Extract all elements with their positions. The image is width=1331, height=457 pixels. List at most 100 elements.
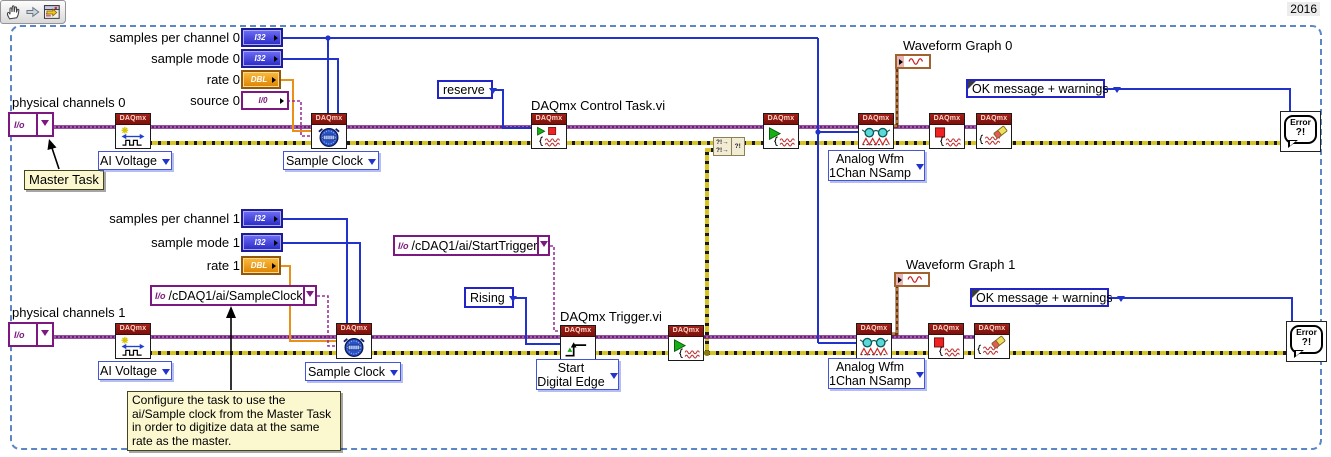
- ok-message-enum-1[interactable]: OK message + warnings: [970, 288, 1125, 307]
- master-task-arrow: [47, 139, 60, 170]
- sample-mode-0-label: sample mode 0: [151, 51, 240, 66]
- trigger-vi-label: DAQmx Trigger.vi: [560, 309, 662, 324]
- rate-1-terminal[interactable]: DBL: [243, 258, 279, 273]
- samples-per-channel-0-terminal[interactable]: I32: [243, 30, 281, 45]
- trigger-selector[interactable]: Start Digital Edge: [536, 359, 619, 390]
- output-arrow-icon: [274, 55, 278, 62]
- control-task-icon: [532, 125, 566, 148]
- chevron-down-icon: [1116, 295, 1125, 306]
- ok-message-enum-0[interactable]: OK message + warnings: [966, 79, 1121, 98]
- output-arrow-icon: [280, 97, 284, 104]
- ai-voltage-selector-0[interactable]: AI Voltage: [98, 151, 172, 170]
- samples-per-channel-1-label: samples per channel 1: [109, 211, 240, 226]
- forward-arrow-icon[interactable]: [25, 5, 41, 19]
- create-channel-icon: [116, 335, 150, 358]
- comment-arrow: [226, 306, 236, 390]
- daqmx-node-header: DAQmx: [929, 324, 963, 335]
- chevron-down-icon: [41, 119, 49, 130]
- samples-per-channel-1-terminal[interactable]: I32: [243, 211, 281, 226]
- daqmx-node-header: DAQmx: [669, 326, 703, 337]
- speech-bubble-tail: [1288, 140, 1298, 148]
- daqmx-start-task-node-0[interactable]: DAQmx: [763, 113, 799, 149]
- sample-mode-0-terminal[interactable]: I32: [243, 51, 281, 66]
- sample-clock-selector-1[interactable]: Sample Clock: [305, 362, 401, 381]
- ai-voltage-selector-1[interactable]: AI Voltage: [98, 361, 172, 380]
- simple-error-handler-1[interactable]: Error?!: [1286, 321, 1327, 362]
- error-wire-merge-branch[interactable]: [705, 148, 714, 353]
- read-selector-1[interactable]: Analog Wfm 1Chan NSamp: [828, 358, 925, 389]
- daqmx-create-channel-node-0[interactable]: DAQmx: [115, 113, 151, 149]
- digital-edge-icon: [561, 337, 595, 360]
- daqmx-read-node-1[interactable]: DAQmx: [856, 323, 892, 359]
- wire-junction: [815, 129, 821, 135]
- enum-corner: [972, 290, 980, 298]
- merge-errors-node[interactable]: ?!→ ?!→ ?!: [713, 137, 745, 156]
- daqmx-clear-task-node-0[interactable]: DAQmx: [976, 113, 1012, 149]
- io-name-wires[interactable]: [287, 100, 561, 347]
- rate-0-terminal[interactable]: DBL: [243, 72, 279, 87]
- create-channel-icon: [116, 125, 150, 148]
- waveform-icon: [904, 56, 929, 67]
- physical-channels-1-control[interactable]: I/o: [8, 322, 54, 347]
- daqmx-timing-node-0[interactable]: DAQmx: [311, 113, 347, 149]
- read-selector-0[interactable]: Analog Wfm 1Chan NSamp: [828, 150, 925, 181]
- wire-junction: [325, 35, 331, 41]
- sample-clock-comment: Configure the task to use the ai/Sample …: [127, 391, 341, 451]
- sample-clock-source-constant[interactable]: I/o /cDAQ1/ai/SampleClock: [150, 285, 317, 306]
- chevron-down-icon: [390, 369, 399, 380]
- waveform-graph-1-terminal[interactable]: [894, 272, 930, 287]
- vi-snippet-icon[interactable]: [43, 3, 61, 21]
- control-task-vi-label: DAQmx Control Task.vi: [531, 98, 666, 113]
- simple-error-handler-0[interactable]: Error?!: [1280, 111, 1321, 152]
- daqmx-stop-task-node-1[interactable]: DAQmx: [928, 323, 964, 359]
- daqmx-stop-task-node-0[interactable]: DAQmx: [929, 113, 965, 149]
- dropdown-cell[interactable]: [537, 237, 548, 254]
- chevron-down-icon: [368, 158, 377, 169]
- daqmx-read-node-0[interactable]: DAQmx: [858, 113, 894, 149]
- clear-task-icon: [975, 335, 1009, 358]
- physical-channels-0-control[interactable]: I/o: [8, 112, 54, 137]
- rate-0-label: rate 0: [206, 72, 240, 87]
- daqmx-clear-task-node-1[interactable]: DAQmx: [974, 323, 1010, 359]
- daqmx-create-channel-node-1[interactable]: DAQmx: [115, 323, 151, 359]
- daqmx-start-task-node-1[interactable]: DAQmx: [668, 325, 704, 361]
- sample-clock-icon: [337, 335, 371, 358]
- output-arrow-icon: [272, 76, 276, 83]
- daqmx-timing-node-1[interactable]: DAQmx: [336, 323, 372, 359]
- toolbar: [0, 0, 66, 24]
- chevron-down-icon: [162, 368, 170, 379]
- daqmx-node-header: DAQmx: [312, 114, 346, 125]
- daqmx-node-header: DAQmx: [116, 324, 150, 335]
- pan-hand-icon[interactable]: [5, 4, 22, 21]
- chevron-down-icon: [539, 240, 548, 251]
- daqmx-trigger-node[interactable]: DAQmx: [560, 325, 596, 361]
- io-type-icon: I/o: [14, 119, 25, 130]
- i32-wires[interactable]: [281, 37, 1293, 345]
- io-type-icon: I/o: [14, 329, 25, 340]
- speech-bubble-tail: [1294, 350, 1304, 358]
- waveform-graph-0-label: Waveform Graph 0: [903, 38, 1013, 53]
- dropdown-cell[interactable]: [302, 287, 315, 304]
- dropdown-cell[interactable]: [36, 114, 52, 135]
- waveform-wires[interactable]: [892, 62, 899, 336]
- rising-enum-constant[interactable]: Rising: [464, 287, 517, 308]
- daqmx-control-task-node[interactable]: DAQmx: [531, 113, 567, 149]
- chevron-down-icon: [916, 163, 924, 174]
- reserve-enum-constant[interactable]: reserve: [437, 80, 497, 99]
- dropdown-cell[interactable]: [36, 324, 52, 345]
- chevron-down-icon: [305, 290, 314, 301]
- indicator-arrow-icon: [897, 56, 904, 67]
- daqmx-node-header: DAQmx: [116, 114, 150, 125]
- daqmx-node-header: DAQmx: [764, 114, 798, 125]
- output-arrow-icon: [274, 34, 278, 41]
- rate-1-label: rate 1: [206, 258, 240, 273]
- source-0-label: source 0: [190, 93, 240, 108]
- sample-clock-selector-0[interactable]: Sample Clock: [283, 151, 379, 170]
- waveform-graph-0-terminal[interactable]: [895, 54, 931, 69]
- source-0-terminal[interactable]: I/0: [243, 93, 287, 108]
- daqmx-node-header: DAQmx: [561, 326, 595, 337]
- chevron-down-icon: [609, 372, 618, 383]
- sample-mode-1-terminal[interactable]: I32: [243, 235, 281, 250]
- start-trigger-source-constant[interactable]: I/o /cDAQ1/ai/StartTrigger: [393, 235, 550, 256]
- output-arrow-icon: [272, 262, 276, 269]
